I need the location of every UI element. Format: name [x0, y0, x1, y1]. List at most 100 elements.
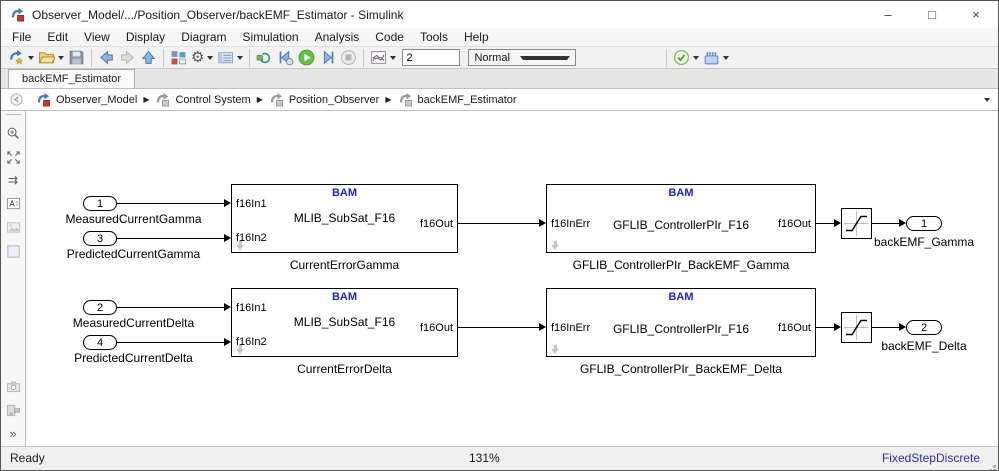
- mlib-subsat-block[interactable]: BAM MLIB_SubSat_F16 f16In1 f16In2 f16Out: [231, 184, 458, 253]
- new-model-button[interactable]: [6, 48, 36, 67]
- minimize-button[interactable]: –: [884, 7, 892, 22]
- tab-backemf-estimator[interactable]: backEMF_Estimator: [8, 69, 136, 88]
- inport-label[interactable]: MeasuredCurrentGamma: [65, 212, 202, 226]
- block-caption[interactable]: GFLIB_ControllerPIr_BackEMF_Delta: [579, 362, 783, 376]
- simulation-mode-select[interactable]: Normal: [468, 49, 577, 66]
- inport-block[interactable]: 2: [83, 300, 117, 315]
- open-button[interactable]: [36, 48, 66, 67]
- menu-tools[interactable]: Tools: [419, 30, 448, 44]
- block-caption[interactable]: GFLIB_ControllerPIr_BackEMF_Gamma: [572, 258, 790, 272]
- diagram-canvas[interactable]: 1 MeasuredCurrentGamma 3 PredictedCurren…: [26, 111, 998, 446]
- library-browser-button[interactable]: [168, 48, 189, 67]
- signal-line[interactable]: [117, 307, 224, 308]
- signal-line[interactable]: [872, 223, 899, 224]
- inport-block[interactable]: 1: [83, 196, 117, 211]
- simulation-data-inspector-button[interactable]: [368, 48, 398, 67]
- step-forward-button[interactable]: [317, 48, 338, 67]
- menu-simulation[interactable]: Simulation: [242, 30, 299, 44]
- fit-to-view-icon[interactable]: [6, 150, 21, 165]
- gflib-controller-block[interactable]: BAM GFLIB_ControllerPIr_F16 f16InErr f16…: [546, 288, 816, 357]
- model-advisor-button[interactable]: [671, 48, 701, 67]
- new-model-dropdown-caret[interactable]: [28, 55, 34, 60]
- port-label-in2: f16In2: [236, 336, 267, 348]
- inport-label[interactable]: PredictedCurrentDelta: [74, 351, 193, 365]
- signal-line[interactable]: [117, 238, 224, 239]
- menu-analysis[interactable]: Analysis: [314, 30, 360, 44]
- menu-code[interactable]: Code: [375, 30, 404, 44]
- signal-line[interactable]: [458, 223, 539, 224]
- breadcrumb-back-icon[interactable]: [9, 92, 24, 107]
- menu-help[interactable]: Help: [463, 30, 489, 44]
- outport-block[interactable]: 1: [906, 216, 942, 231]
- model-configuration-button[interactable]: ⚙: [189, 48, 215, 67]
- signal-arrowhead: [224, 338, 231, 346]
- annotation-icon[interactable]: [6, 196, 21, 211]
- signal-line[interactable]: [117, 342, 224, 343]
- signal-routing-icon[interactable]: ⇉: [7, 173, 19, 187]
- saturation-block[interactable]: [841, 208, 872, 239]
- gflib-controller-block[interactable]: BAM GFLIB_ControllerPIr_F16 f16InErr f16…: [546, 184, 816, 253]
- inspector-dropdown-caret[interactable]: [390, 55, 397, 60]
- mode-dropdown-caret: [519, 55, 571, 60]
- configuration-dropdown-caret[interactable]: [207, 55, 214, 60]
- breadcrumb-item-position-observer[interactable]: Position_Observer: [269, 92, 379, 107]
- outport-block[interactable]: 2: [906, 320, 942, 335]
- signal-line[interactable]: [458, 327, 539, 328]
- block-caption[interactable]: CurrentErrorDelta: [297, 362, 392, 376]
- signal-line[interactable]: [872, 327, 899, 328]
- window-controls: – □ ×: [866, 1, 998, 28]
- navigate-up-button[interactable]: [138, 48, 159, 67]
- open-dropdown-caret[interactable]: [58, 55, 64, 60]
- advisor-dropdown-caret[interactable]: [693, 55, 700, 60]
- menu-diagram[interactable]: Diagram: [181, 30, 227, 44]
- menu-display[interactable]: Display: [125, 30, 166, 44]
- saturation-block[interactable]: [841, 312, 872, 343]
- navigate-forward-button[interactable]: [117, 48, 138, 67]
- explorer-dropdown-caret[interactable]: [237, 55, 244, 60]
- menu-view[interactable]: View: [84, 30, 110, 44]
- save-button[interactable]: [66, 48, 87, 67]
- inport-block[interactable]: 4: [83, 335, 117, 350]
- step-back-button[interactable]: [275, 48, 296, 67]
- simulation-stop-time-input[interactable]: [402, 49, 461, 66]
- breadcrumb-item-model[interactable]: Observer_Model: [36, 92, 137, 107]
- breadcrumb-item-control-system[interactable]: Control System: [155, 92, 251, 107]
- viewmarks-icon[interactable]: [6, 403, 21, 418]
- signal-line[interactable]: [816, 223, 834, 224]
- build-dropdown-caret[interactable]: [723, 55, 730, 60]
- close-button[interactable]: ×: [972, 7, 980, 22]
- step-forward-icon: [324, 50, 334, 65]
- menu-edit[interactable]: Edit: [47, 30, 69, 44]
- update-diagram-button[interactable]: [254, 48, 275, 67]
- navigate-back-button[interactable]: [96, 48, 117, 67]
- stop-button[interactable]: [338, 48, 359, 67]
- outport-label[interactable]: backEMF_Gamma: [873, 235, 975, 249]
- resize-grip[interactable]: [993, 465, 996, 468]
- signal-line[interactable]: [816, 327, 834, 328]
- build-button[interactable]: [701, 48, 731, 67]
- run-button[interactable]: [296, 48, 317, 67]
- maximize-button[interactable]: □: [928, 7, 936, 22]
- breadcrumb-dropdown-caret[interactable]: [984, 97, 990, 102]
- menu-file[interactable]: File: [12, 30, 32, 44]
- inport-label[interactable]: PredictedCurrentGamma: [66, 247, 201, 261]
- block-name: MLIB_SubSat_F16: [293, 211, 396, 225]
- solver-name[interactable]: FixedStepDiscrete: [881, 451, 980, 465]
- outport-label[interactable]: backEMF_Delta: [881, 339, 967, 353]
- breadcrumb-separator: ▶: [143, 95, 150, 104]
- area-box-icon[interactable]: [6, 244, 21, 259]
- port-label-inerr: f16InErr: [551, 218, 591, 230]
- port-label-out: f16Out: [777, 322, 811, 334]
- run-play-icon: [299, 49, 315, 66]
- breadcrumb-item-backemf-estimator[interactable]: backEMF_Estimator: [398, 92, 517, 107]
- block-caption[interactable]: CurrentErrorGamma: [289, 258, 400, 272]
- zoom-in-icon[interactable]: [6, 126, 21, 141]
- model-explorer-button[interactable]: [215, 48, 245, 67]
- mlib-subsat-block[interactable]: BAM MLIB_SubSat_F16 f16In1 f16In2 f16Out: [231, 288, 458, 357]
- screenshot-camera-icon[interactable]: [6, 379, 21, 394]
- signal-line[interactable]: [117, 203, 224, 204]
- expand-palette-chevrons-icon[interactable]: »: [9, 426, 17, 441]
- image-icon[interactable]: [6, 220, 21, 235]
- inport-label[interactable]: MeasuredCurrentDelta: [72, 316, 195, 330]
- inport-block[interactable]: 3: [83, 231, 117, 246]
